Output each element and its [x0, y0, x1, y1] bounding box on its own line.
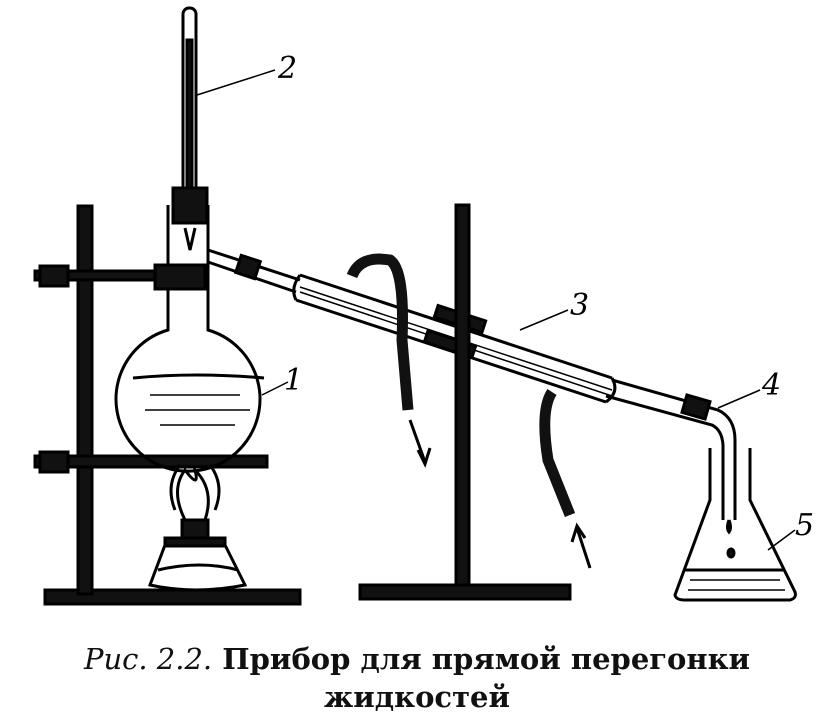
thermometer: [171, 6, 209, 251]
caption-text-1: Прибор для прямой перегонки: [222, 642, 751, 676]
inlet-hose: [539, 388, 576, 518]
caption-prefix: Рис. 2.2.: [83, 642, 213, 676]
middle-stand: [358, 203, 572, 601]
erlenmeyer-flask: [673, 448, 797, 602]
caption-line-2: жидкостей: [324, 680, 510, 714]
label-4: 4: [761, 368, 781, 403]
outlet-arrow: [408, 419, 432, 468]
inlet-arrow: [570, 522, 592, 569]
caption-line-1: Рис. 2.2. Прибор для прямой перегонки: [0, 642, 834, 676]
label-5: 5: [795, 508, 814, 543]
outlet-hose: [346, 253, 414, 411]
adapter: [605, 378, 737, 559]
round-bottom-flask: [114, 205, 265, 473]
label-2: 2: [277, 51, 297, 86]
label-3: 3: [570, 288, 589, 323]
label-1: 1: [284, 363, 303, 398]
leader-lines: [196, 69, 796, 551]
condenser: [292, 273, 617, 404]
spirit-lamp: [147, 464, 248, 592]
